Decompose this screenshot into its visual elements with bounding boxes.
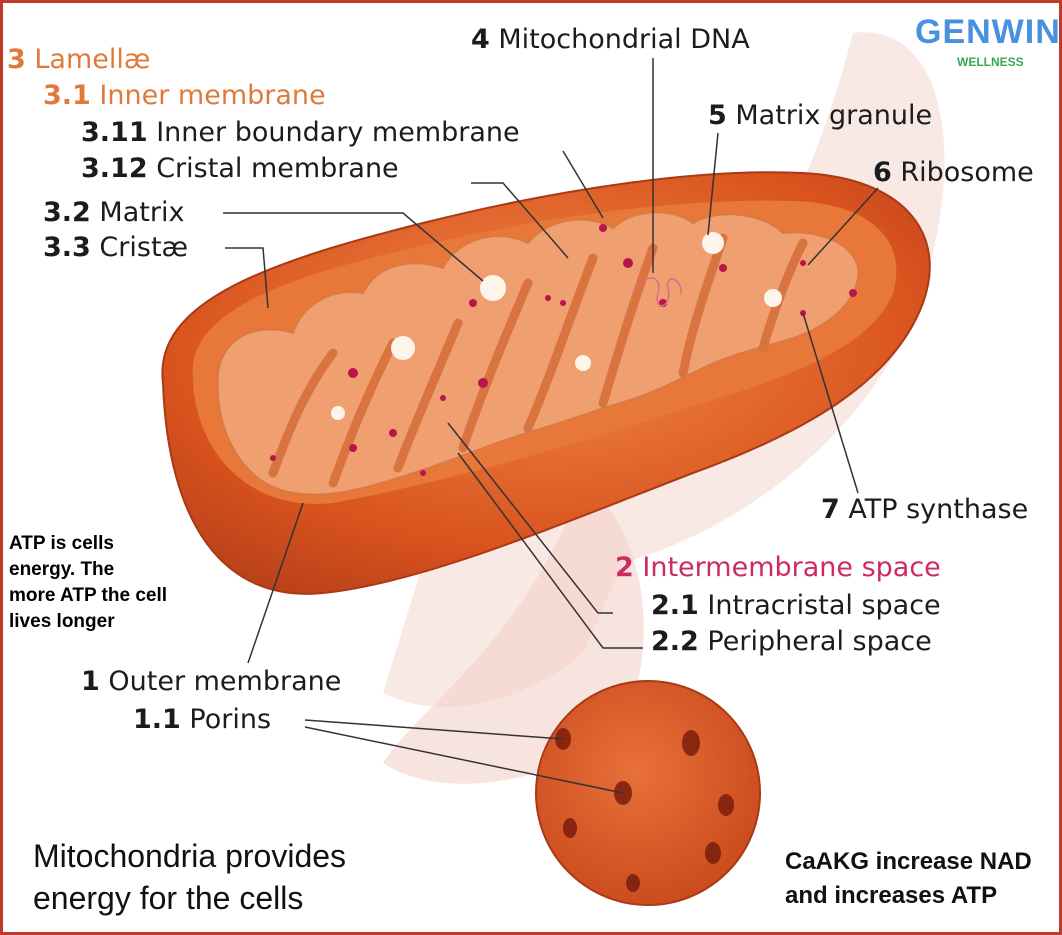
atp-note: ATP is cells energy. The more ATP the ce…	[9, 533, 168, 632]
ribosomes	[270, 224, 857, 476]
caakg-note: CaAKG increase NAD and increases ATP	[785, 848, 1032, 909]
label-intermembrane-space: 2 Intermembrane space	[615, 552, 941, 583]
label-atp-synthase: 7 ATP synthase	[821, 494, 1029, 525]
logo-wordmark: GENWIN	[915, 13, 1061, 51]
label-peripheral-space: 2.2 Peripheral space	[651, 626, 932, 657]
label-mitochondrial-dna: 4 Mitochondrial DNA	[471, 24, 750, 55]
label-intracristal-space: 2.1 Intracristal space	[651, 590, 941, 621]
porins-inset	[535, 680, 761, 906]
cristae-grooves	[268, 233, 808, 488]
matrix-granules	[331, 232, 782, 420]
label-cristal-membrane: 3.12 Cristal membrane	[81, 153, 399, 184]
brand-logo: GENWIN WELLNESS	[915, 13, 1061, 73]
logo-subtitle: WELLNESS	[957, 55, 1024, 69]
label-inner-membrane: 3.1 Inner membrane	[43, 80, 326, 111]
mitochondrion-illustration	[161, 32, 945, 906]
label-outer-membrane: 1 Outer membrane	[81, 666, 342, 697]
mitochondrial-dna	[632, 277, 682, 307]
leader-lines	[223, 58, 879, 794]
porins-dots	[555, 728, 734, 892]
label-matrix-granule: 5 Matrix granule	[708, 100, 933, 131]
label-porins: 1.1 Porins	[133, 704, 272, 735]
label-matrix: 3.2 Matrix	[43, 197, 185, 228]
label-lamellae: 3 Lamellæ	[7, 44, 151, 75]
label-ribosome: 6 Ribosome	[873, 157, 1034, 188]
mitochondria-caption: Mitochondria provides energy for the cel…	[33, 838, 347, 916]
label-inner-boundary-membrane: 3.11 Inner boundary membrane	[81, 117, 520, 148]
matrix-cristae	[216, 211, 860, 496]
label-cristae: 3.3 Cristæ	[43, 232, 189, 263]
